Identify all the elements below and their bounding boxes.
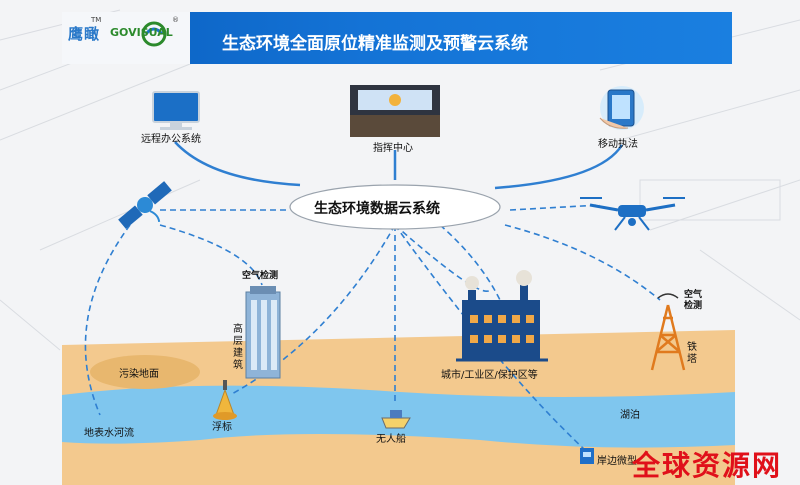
trademark-mark: TM — [91, 16, 102, 24]
tablet-hand-icon — [599, 86, 644, 130]
link-mobile — [494, 144, 624, 190]
cloud-label: 生态环境数据云系统 — [314, 201, 440, 217]
buoy-label: 浮标 — [212, 422, 232, 433]
monitor-icon — [152, 91, 200, 130]
drone-icon — [580, 197, 685, 231]
air-monitor-building-label: 空气检测 — [242, 271, 279, 281]
brand-en-logo: GOVISUAL — [110, 26, 173, 39]
command-center-label: 指挥中心 — [373, 143, 413, 154]
link-remote-office — [174, 141, 301, 187]
factory-icon — [456, 270, 548, 362]
brand-cn-logo: 鹰瞰 — [68, 25, 101, 43]
mobile-enforcement-label: 移动执法 — [598, 139, 638, 150]
watermark: 全球资源网 — [632, 449, 783, 482]
air-monitor-tower-label: 空气 检测 — [684, 290, 703, 311]
shore-station-label: 岸边微型 — [597, 456, 637, 467]
city-zone-label: 城市/工业区/保护区等 — [441, 370, 538, 381]
remote-office-label: 远程办公系统 — [141, 134, 201, 145]
dash-cloud-tower — [504, 224, 661, 301]
cloud-icon — [289, 184, 501, 230]
registered-mark: ® — [172, 16, 179, 24]
satellite-icon — [118, 181, 172, 229]
building-label: 高 层 建 筑 — [233, 324, 243, 371]
dash-satellite-building — [159, 224, 263, 286]
logo-panel — [62, 12, 190, 64]
polluted-land-label: 污染地面 — [119, 369, 159, 380]
lake-label: 湖泊 — [620, 410, 640, 421]
conference-photo-icon — [350, 85, 440, 137]
polluted-land-patch — [90, 355, 200, 389]
page-title: 生态环境全面原位精准监测及预警云系统 — [222, 34, 528, 54]
dash-cloud-buoy — [229, 224, 396, 396]
tower-icon — [650, 293, 686, 371]
station-icon — [580, 448, 594, 464]
dash-cloud-factory — [439, 224, 501, 301]
dash-cloud-drone — [509, 204, 601, 211]
skyscraper-icon — [245, 286, 281, 379]
logo-swirl-icon — [141, 21, 167, 47]
unmanned-boat-label: 无人船 — [376, 434, 406, 445]
dash-satellite-river — [84, 224, 131, 416]
surface-water-label: 地表水河流 — [84, 428, 134, 439]
buoy-icon — [213, 380, 237, 420]
boat-icon — [381, 410, 411, 429]
dash-cloud-city — [394, 224, 491, 292]
tower-label: 铁 塔 — [687, 342, 697, 365]
